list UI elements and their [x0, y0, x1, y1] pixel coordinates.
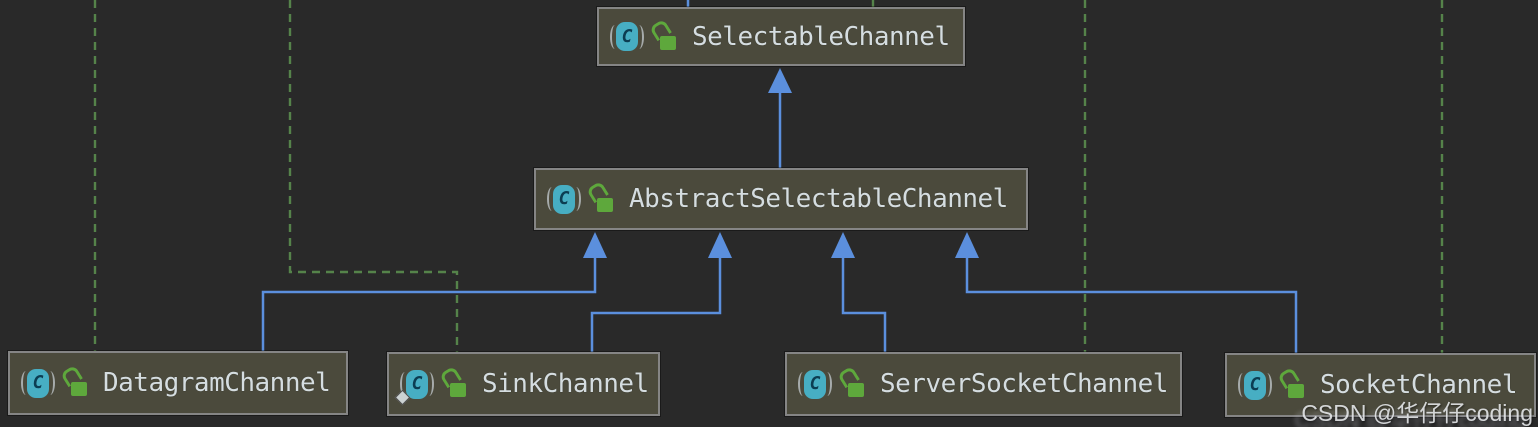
edge-extends-sinkchannel-to-abstract[interactable]	[590, 232, 732, 352]
class-name-label: SinkChannel	[482, 369, 649, 399]
class-name-label: AbstractSelectableChannel	[629, 184, 1008, 214]
class-node-abstractselectablechannel[interactable]: C AbstractSelectableChannel	[534, 168, 1028, 230]
class-icon: C	[1238, 369, 1272, 401]
open-lock-icon	[1277, 366, 1306, 399]
class-node-serversocketchannel[interactable]: C ServerSocketChannel	[785, 352, 1182, 416]
edge-extends-abstract-to-selectablechannel[interactable]	[768, 68, 792, 168]
class-node-selectablechannel[interactable]: C SelectableChannel	[597, 7, 965, 66]
class-icon: C	[21, 367, 55, 399]
open-lock-icon	[439, 365, 468, 398]
open-lock-icon	[649, 18, 678, 51]
csdn-watermark: CSDN @华仔仔coding	[1301, 400, 1533, 426]
edge-extends-datagramchannel-to-abstract[interactable]	[261, 232, 607, 351]
class-node-sinkchannel[interactable]: C SinkChannel	[387, 352, 660, 416]
class-name-label: ServerSocketChannel	[880, 369, 1168, 399]
class-icon: C	[547, 183, 581, 215]
edge-extends-socketchannel-to-abstract[interactable]	[955, 232, 1298, 353]
class-name-label: DatagramChannel	[103, 368, 331, 398]
class-icon: C	[394, 368, 434, 406]
edge-implements-sinkchannel[interactable]	[288, 0, 459, 352]
edge-extends-serversocketchannel-to-abstract[interactable]	[831, 232, 887, 352]
open-lock-icon	[60, 364, 89, 397]
class-name-label: SocketChannel	[1320, 370, 1518, 400]
open-lock-icon	[837, 365, 866, 398]
class-node-socketchannel[interactable]: C SocketChannel	[1225, 353, 1536, 417]
open-lock-icon	[586, 180, 615, 213]
class-name-label: SelectableChannel	[692, 21, 950, 52]
class-node-datagramchannel[interactable]: C DatagramChannel	[8, 351, 348, 415]
class-icon: C	[798, 368, 832, 400]
class-icon: C	[610, 21, 644, 53]
